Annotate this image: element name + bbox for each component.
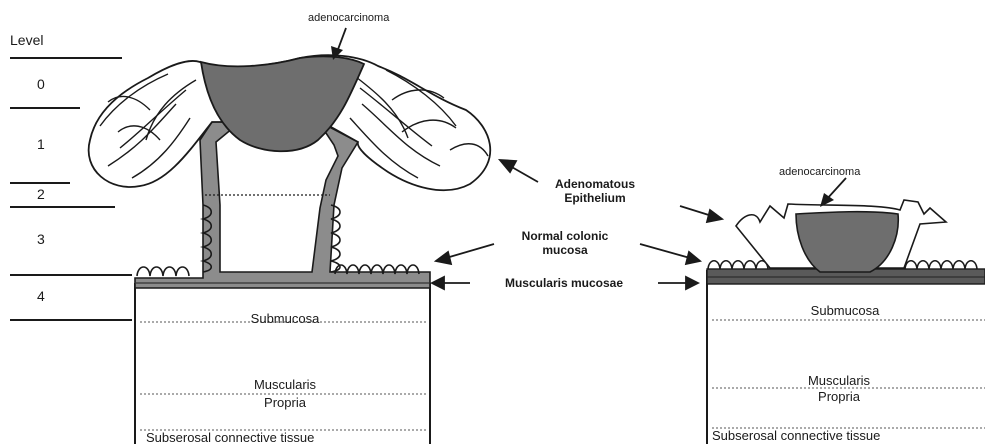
left-normal-crypts: [137, 205, 419, 276]
adenomatous-label-line1: Adenomatous: [540, 178, 650, 191]
muscularis-mucosae-label: Muscularis mucosae: [470, 277, 658, 290]
level-label-3: 3: [37, 233, 45, 246]
right-muscularis-label-line2: Propria: [784, 390, 894, 403]
level-label-4: 4: [37, 290, 45, 303]
level-label-2: 2: [37, 188, 45, 201]
level-heading: Level: [10, 34, 43, 47]
level-scale-lines: [10, 58, 132, 320]
left-adenocarcinoma-label: adenocarcinoma: [308, 12, 389, 25]
level-label-1: 1: [37, 138, 45, 151]
left-subserosal-label: Subserosal connective tissue: [146, 431, 314, 444]
right-muscularis-label-line1: Muscularis: [784, 374, 894, 387]
normal-mucosa-label-line1: Normal colonic: [490, 230, 640, 243]
left-muscularis-label-line1: Muscularis: [230, 378, 340, 391]
normal-mucosa-label-line2: mucosa: [490, 244, 640, 257]
right-adenocarcinoma-label: adenocarcinoma: [779, 166, 860, 179]
right-submucosa-label: Submucosa: [790, 304, 900, 317]
left-bowel-wall: [135, 283, 430, 444]
adenomatous-label-line2: Epithelium: [540, 192, 650, 205]
level-label-0: 0: [37, 78, 45, 91]
left-submucosa-label: Submucosa: [230, 312, 340, 325]
left-muscularis-label-line2: Propria: [230, 396, 340, 409]
right-subserosal-label: Subserosal connective tissue: [712, 429, 880, 442]
right-adenocarcinoma-mass: [796, 212, 898, 272]
